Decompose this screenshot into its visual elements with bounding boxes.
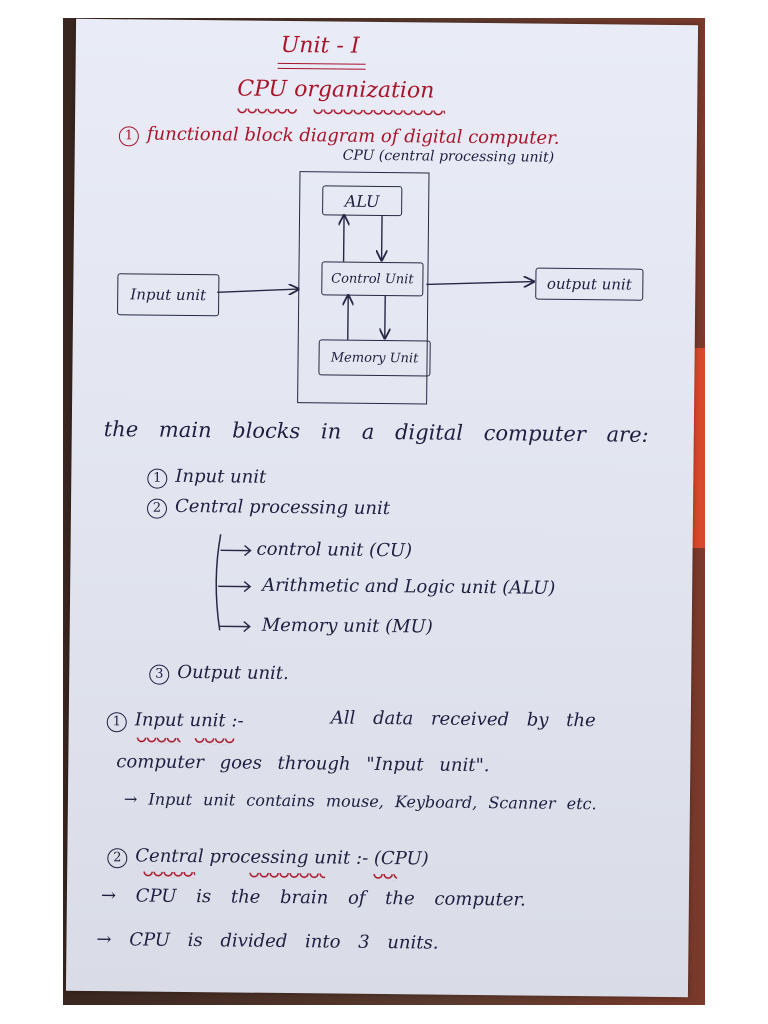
block-item-cpu: 2 Central processing unit: [146, 495, 391, 522]
cpu-line-1: → CPU is the brain of the computer.: [100, 885, 526, 911]
input-line-1: All data received by the: [330, 707, 596, 732]
cpu-section-head: 2 Central processing unit :- (CPU): [107, 845, 429, 871]
block-item-output: 3 Output unit.: [149, 662, 289, 686]
blocks-intro: the main blocks in a digital computer ar…: [103, 417, 649, 447]
number-badge: 2: [107, 848, 128, 869]
sub-item-mu: Memory unit (MU): [261, 614, 433, 638]
input-line-2: computer goes through "Input unit".: [116, 751, 490, 777]
cpu-section-head-text: Central processing unit :- (CPU): [135, 845, 429, 870]
input-squiggle-2: [194, 738, 235, 745]
block-item-output-text: Output unit.: [177, 661, 289, 685]
brace-arrows: [215, 534, 252, 633]
cpu-line-2: → CPU is divided into 3 units.: [96, 929, 439, 954]
block-item-input-text: Input unit: [175, 465, 267, 488]
number-badge: 2: [146, 498, 168, 519]
cpu-squiggle-3: [373, 873, 398, 881]
number-badge: 1: [106, 712, 127, 733]
block-item-cpu-text: Central processing unit: [174, 495, 391, 520]
number-badge: 1: [147, 468, 168, 489]
block-item-input: 1 Input unit: [147, 466, 266, 490]
sub-item-cu: control unit (CU): [256, 538, 413, 562]
input-line-3: → Input unit contains mouse, Keyboard, S…: [123, 789, 597, 814]
cpu-squiggle-2: [249, 872, 326, 880]
diagram-arrows: [217, 19, 698, 340]
input-squiggle-1: [136, 737, 181, 744]
sub-item-alu: Arithmetic and Logic unit (ALU): [262, 574, 556, 599]
input-section-head: 1 Input unit :-: [106, 709, 244, 733]
cpu-squiggle-1: [143, 871, 196, 879]
number-badge: 3: [149, 664, 170, 685]
input-section-head-text: Input unit :-: [134, 709, 244, 732]
